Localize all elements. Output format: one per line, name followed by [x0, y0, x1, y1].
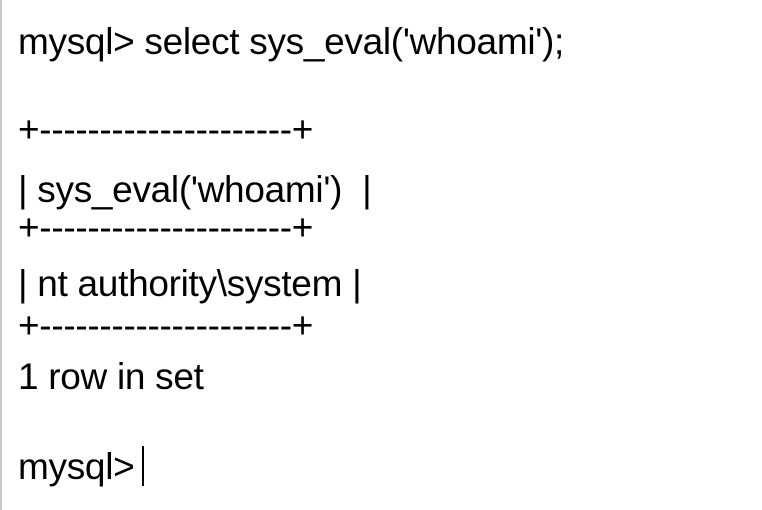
window-left-border	[0, 0, 2, 510]
command-line: mysql> select sys_eval('whoami');	[18, 21, 565, 62]
table-border-middle: +---------------------+	[18, 207, 314, 248]
table-border-bottom: +---------------------+	[18, 305, 314, 346]
input-line[interactable]: mysql>	[18, 445, 145, 489]
result-summary: 1 row in set	[18, 356, 204, 397]
table-data-row: | nt authority\system |	[18, 263, 362, 304]
text-cursor	[142, 446, 145, 486]
table-border-top: +---------------------+	[18, 109, 314, 150]
table-header-row: | sys_eval('whoami') |	[18, 169, 372, 210]
current-prompt: mysql>	[18, 446, 135, 487]
